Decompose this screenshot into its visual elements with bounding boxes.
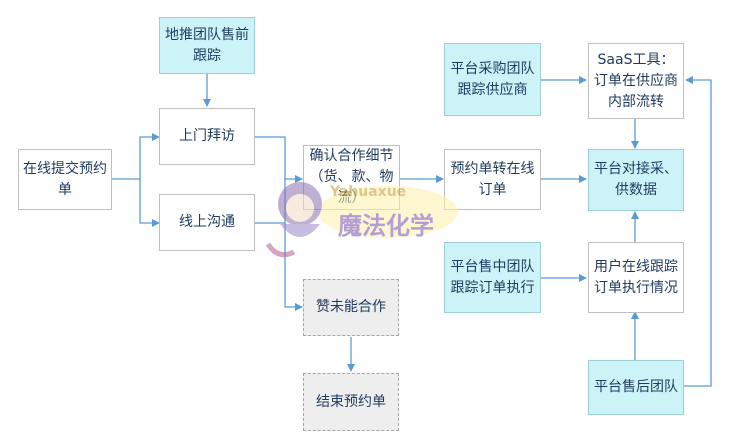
node-dock: 平台对接采、供数据: [588, 149, 684, 211]
node-dock-label: 平台对接采、供数据: [594, 161, 678, 198]
arrow-online-to-notcoop: [284, 223, 303, 311]
node-visit: 上门拜访: [159, 108, 255, 165]
watermark-cjk: 魔法化学: [338, 212, 434, 240]
node-end-prebook: 结束预约单: [303, 373, 399, 431]
node-user-track-label: 用户在线跟踪订单执行情况: [594, 258, 678, 296]
node-after-sales-label: 平台售后团队: [594, 379, 678, 395]
node-user-track: 用户在线跟踪订单执行情况: [588, 242, 684, 313]
arrow-visit-to-confirm: [254, 136, 303, 183]
arrow-prebook-to-visit: [112, 133, 160, 180]
node-not-coop-label: 赞未能合作: [316, 299, 386, 315]
node-online-comm-label: 线上沟通: [179, 214, 235, 230]
node-sales-mid-label: 平台售中团队跟踪订单执行: [450, 258, 535, 296]
node-visit-label: 上门拜访: [179, 128, 235, 144]
node-ground-team-label: 地推团队售前跟踪: [165, 26, 249, 64]
watermark: Yahuaxue 魔法化学: [258, 160, 478, 270]
node-saas-label: SaaS工具：订单在供应商内部流转: [594, 51, 678, 110]
arrow-prebook-to-online: [139, 179, 160, 227]
node-convert: 预约单转在线订单: [444, 149, 541, 210]
watermark-latin: Yahuaxue: [330, 184, 407, 200]
node-saas: SaaS工具：订单在供应商内部流转: [588, 43, 684, 119]
node-not-coop: 赞未能合作: [303, 279, 399, 336]
watermark-mascot-icon: [265, 182, 458, 258]
node-end-prebook-label: 结束预约单: [316, 393, 386, 410]
node-online-comm: 线上沟通: [159, 194, 255, 251]
node-purchase-team-label: 平台采购团队跟踪供应商: [450, 60, 535, 98]
arrow-aftersales-to-saas: [684, 76, 712, 387]
node-online-prebook: 在线提交预约单: [18, 149, 112, 210]
node-online-prebook-label: 在线提交预约单: [23, 160, 107, 198]
node-sales-mid: 平台售中团队跟踪订单执行: [444, 242, 541, 313]
node-after-sales: 平台售后团队: [588, 360, 684, 415]
node-purchase-team: 平台采购团队跟踪供应商: [444, 43, 541, 116]
node-convert-label: 预约单转在线订单: [450, 160, 535, 198]
node-ground-team: 地推团队售前跟踪: [159, 17, 255, 74]
